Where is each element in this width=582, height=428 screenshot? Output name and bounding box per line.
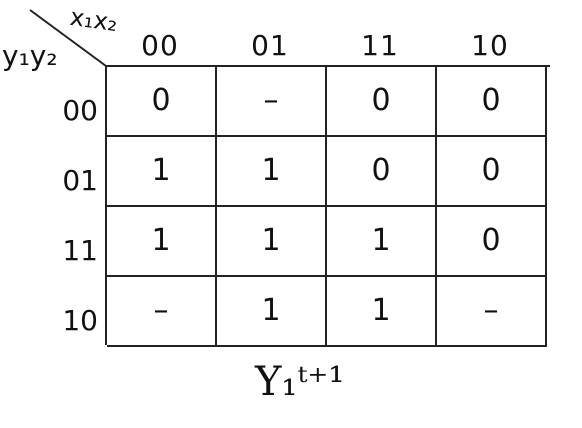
row-header-01: 01 — [62, 164, 98, 197]
cell-r2-c3: 0 — [437, 207, 547, 277]
cell-r0-c0: 0 — [107, 67, 217, 137]
cell-r2-c0: 1 — [107, 207, 217, 277]
row-header-11: 11 — [62, 234, 98, 267]
column-header-11: 11 — [361, 29, 399, 62]
column-header-01: 01 — [251, 29, 289, 62]
cell-r3-c1: 1 — [217, 277, 327, 347]
output-function-label: Y₁ᵗ⁺¹ — [255, 359, 345, 405]
cell-r2-c2: 1 — [327, 207, 437, 277]
cell-r0-c2: 0 — [327, 67, 437, 137]
row-header-00: 00 — [62, 94, 98, 127]
cell-r3-c3: – — [437, 277, 547, 347]
cell-r0-c1: – — [217, 67, 327, 137]
column-header-00: 00 — [141, 29, 179, 62]
cell-r1-c2: 0 — [327, 137, 437, 207]
cell-r1-c0: 1 — [107, 137, 217, 207]
kmap-grid: 0 – 0 0 1 1 0 0 1 1 1 0 – 1 1 – — [105, 65, 550, 347]
cell-r0-c3: 0 — [437, 67, 547, 137]
cell-r3-c0: – — [107, 277, 217, 347]
row-variables-label: y₁y₂ — [2, 39, 58, 72]
column-variables-label: x₁x₂ — [68, 2, 120, 38]
cell-r1-c3: 0 — [437, 137, 547, 207]
column-header-10: 10 — [471, 29, 509, 62]
cell-r3-c2: 1 — [327, 277, 437, 347]
cell-r2-c1: 1 — [217, 207, 327, 277]
row-header-10: 10 — [62, 304, 98, 337]
cell-r1-c1: 1 — [217, 137, 327, 207]
